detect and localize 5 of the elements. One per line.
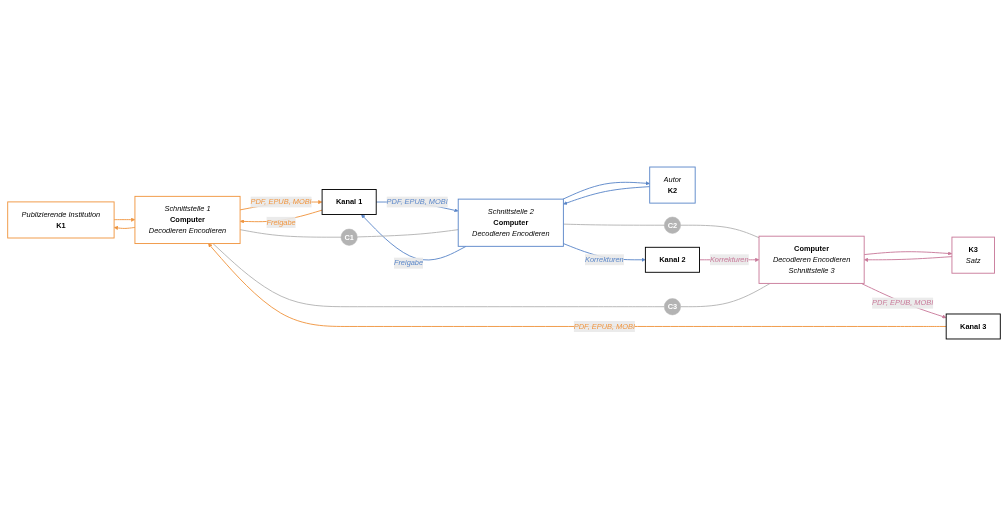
connector [680,224,760,239]
connector [239,229,342,238]
connector [356,229,459,238]
connector [562,223,665,226]
connector [680,282,771,308]
